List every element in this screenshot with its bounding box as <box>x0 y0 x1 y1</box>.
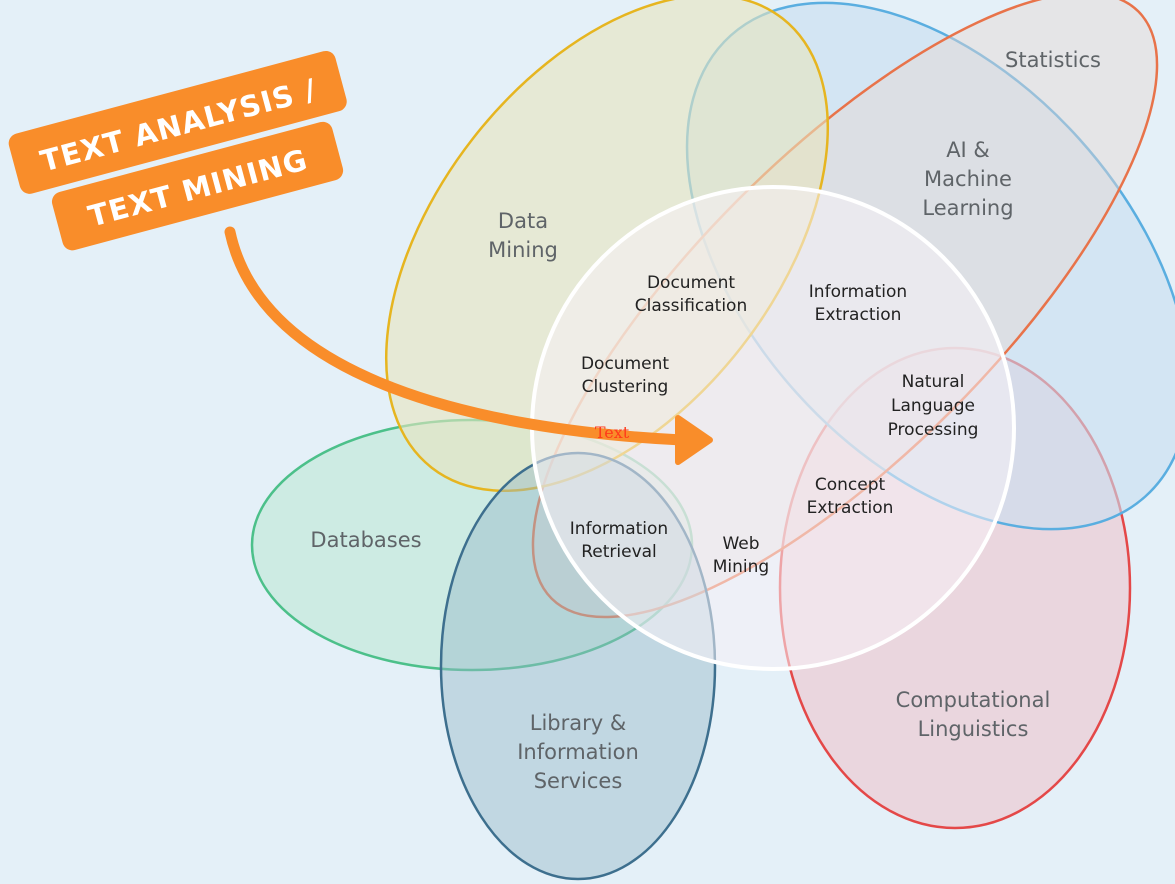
arrow-head-icon <box>675 415 713 465</box>
label-databases: Databases <box>310 528 421 552</box>
banner-box-1 <box>8 50 347 194</box>
curved-arrow <box>224 226 688 446</box>
banner-box-2 <box>51 121 344 251</box>
arrow-label: Text <box>595 423 630 442</box>
label-statistics: Statistics <box>1005 48 1101 72</box>
